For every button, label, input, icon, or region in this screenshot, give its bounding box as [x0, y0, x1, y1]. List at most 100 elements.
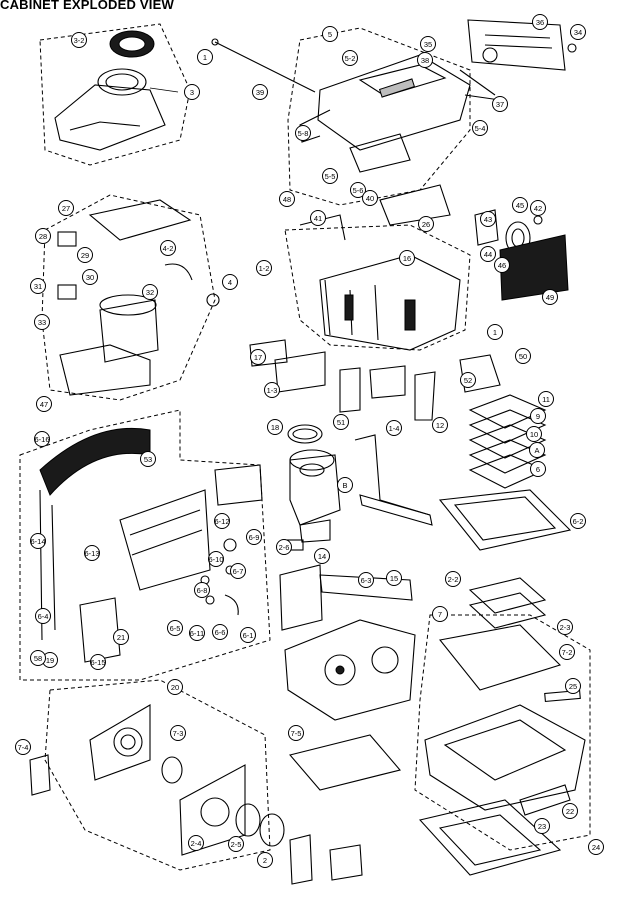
callout-circle: [140, 451, 156, 467]
callout-1: 1: [197, 49, 213, 65]
callout-circle: [214, 513, 230, 529]
callout-35: 35: [420, 36, 436, 52]
callout-14: 14: [314, 548, 330, 564]
callout-circle: [460, 372, 476, 388]
callout-circle: [264, 382, 280, 398]
callout-label: 26: [422, 220, 430, 229]
callout-circle: [170, 725, 186, 741]
callout-circle: [288, 725, 304, 741]
callout-label: 5-2: [345, 54, 356, 63]
callout-circle: [322, 168, 338, 184]
callout-circle: [418, 216, 434, 232]
callout-label: 6-12: [214, 517, 229, 526]
callout-6-2: 6-2: [570, 513, 586, 529]
callout-circle: [432, 606, 448, 622]
callout-A: A: [529, 442, 545, 458]
callout-circle: [480, 246, 496, 262]
callout-label: 30: [86, 273, 94, 282]
callout-circle: [333, 414, 349, 430]
callout-label: 6-16: [34, 435, 49, 444]
callout-circle: [310, 210, 326, 226]
callout-17: 17: [250, 349, 266, 365]
callout-label: 17: [254, 353, 262, 362]
callout-58: 58: [30, 650, 46, 666]
callout-label: 39: [256, 88, 264, 97]
callout-circle: [184, 84, 200, 100]
callout-circle: [142, 284, 158, 300]
callout-label: 53: [144, 455, 152, 464]
callout-44: 44: [480, 246, 496, 262]
callout-1: 1: [487, 324, 503, 340]
callout-circle: [530, 200, 546, 216]
callout-label: 7-2: [562, 648, 573, 657]
callout-label: 6-14: [30, 537, 45, 546]
part-group-2: [414, 614, 591, 876]
callout-label: 51: [337, 418, 345, 427]
callout-label: A: [534, 446, 539, 455]
callout-6-13: 6-13: [84, 545, 100, 561]
callout-label: 41: [314, 214, 322, 223]
callout-circle: [526, 426, 542, 442]
callout-5-2: 5-2: [342, 50, 358, 66]
callout-label: 58: [34, 654, 42, 663]
callout-33: 33: [34, 314, 50, 330]
callout-circle: [228, 836, 244, 852]
callout-label: 47: [40, 400, 48, 409]
callout-circle: [35, 608, 51, 624]
callout-37: 37: [492, 96, 508, 112]
callout-38: 38: [417, 52, 433, 68]
callout-label: 2-2: [448, 575, 459, 584]
callout-circle: [208, 551, 224, 567]
callout-label: 48: [283, 195, 291, 204]
callout-circle: [570, 513, 586, 529]
callout-label: 4: [228, 278, 232, 287]
callout-21: 21: [113, 629, 129, 645]
callout-7-4: 7-4: [15, 739, 31, 755]
callout-label: 5-4: [475, 124, 486, 133]
callout-circle: [160, 240, 176, 256]
callout-6-9: 6-9: [246, 529, 262, 545]
callout-29: 29: [77, 247, 93, 263]
callout-2-2: 2-2: [445, 571, 461, 587]
callout-label: 5-6: [353, 186, 364, 195]
callout-label: 28: [39, 232, 47, 241]
callout-48: 48: [279, 191, 295, 207]
callout-label: 6-7: [233, 567, 244, 576]
callout-28: 28: [35, 228, 51, 244]
callout-6-12: 6-12: [214, 513, 230, 529]
callout-label: 35: [424, 40, 432, 49]
callout-39: 39: [252, 84, 268, 100]
callout-label: 38: [421, 56, 429, 65]
callout-label: 40: [366, 194, 374, 203]
callout-circle: [542, 289, 558, 305]
callout-circle: [337, 477, 353, 493]
callout-22: 22: [562, 803, 578, 819]
callout-20: 20: [167, 679, 183, 695]
callout-label: 12: [436, 421, 444, 430]
part-group-3: [39, 23, 191, 166]
part-group-6: [19, 409, 271, 681]
callout-23: 23: [534, 818, 550, 834]
callout-label: 11: [542, 395, 550, 404]
callout-circle: [487, 324, 503, 340]
callout-circle: [295, 125, 311, 141]
callout-2-3: 2-3: [557, 619, 573, 635]
callout-circle: [515, 348, 531, 364]
callout-circle: [256, 260, 272, 276]
callout-5-6: 5-6: [350, 182, 366, 198]
callout-2-5: 2-5: [228, 836, 244, 852]
callout-52: 52: [460, 372, 476, 388]
callout-6-15: 6-15: [90, 654, 106, 670]
callout-label: 4-2: [163, 244, 174, 253]
callout-label: 33: [38, 318, 46, 327]
callout-26: 26: [418, 216, 434, 232]
callout-6-16: 6-16: [34, 431, 50, 447]
part-group-body: [249, 214, 501, 421]
callout-label: 32: [146, 288, 154, 297]
callout-45: 45: [512, 197, 528, 213]
callout-6-4: 6-4: [35, 608, 51, 624]
callout-circle: [212, 624, 228, 640]
callout-7-5: 7-5: [288, 725, 304, 741]
callout-label: 10: [530, 430, 538, 439]
callout-6-6: 6-6: [212, 624, 228, 640]
